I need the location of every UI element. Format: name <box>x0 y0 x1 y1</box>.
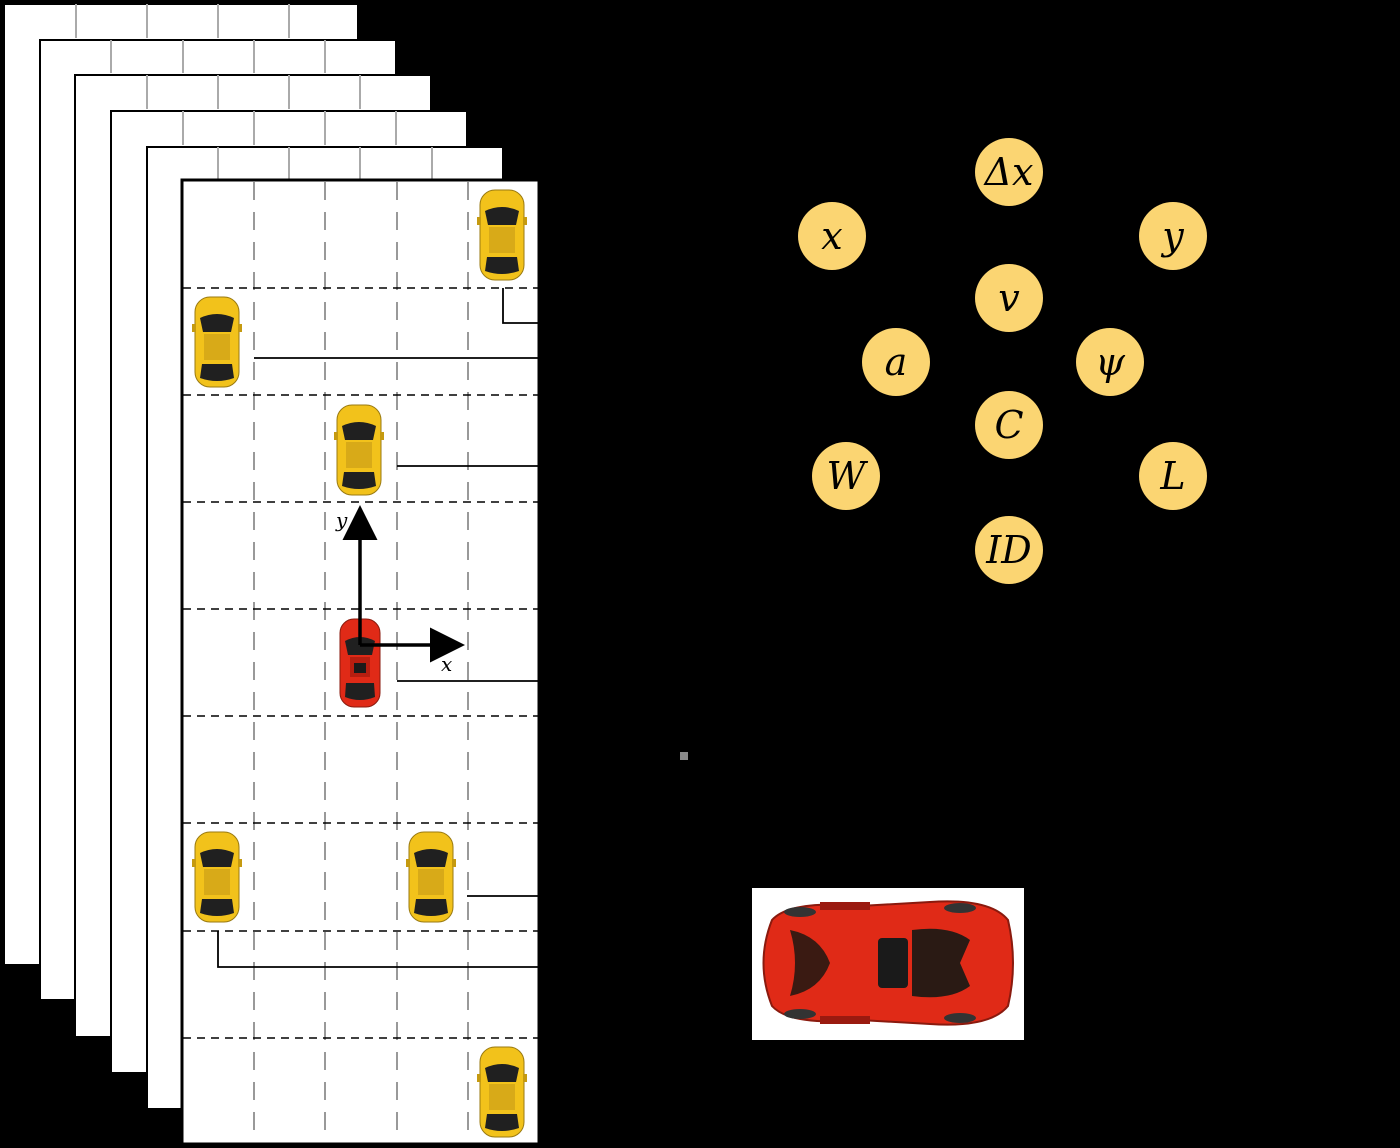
ego-axes: y x <box>335 505 465 676</box>
feature-label: W <box>826 454 866 498</box>
marker-dot <box>680 752 688 760</box>
grid-row-lines <box>183 287 538 1039</box>
feature-node-v: v <box>975 264 1043 332</box>
feature-node-x: x <box>798 202 866 270</box>
feature-label: ψ <box>1095 340 1125 384</box>
yellow-car-icon <box>191 296 243 388</box>
yellow-car-icon <box>333 404 385 496</box>
yellow-car-icon <box>476 1046 528 1138</box>
feature-label: ID <box>986 528 1032 572</box>
feature-label: a <box>884 340 908 384</box>
feature-node-w: W <box>812 442 880 510</box>
feature-node-psi: ψ <box>1076 328 1144 396</box>
back-frame-lane-stubs <box>75 4 433 180</box>
feature-node-id: ID <box>975 516 1043 584</box>
feature-node-y: y <box>1139 202 1207 270</box>
yellow-car-icon <box>405 831 457 923</box>
feature-node-delta-x: Δx <box>975 138 1043 206</box>
yellow-car-icon <box>476 189 528 281</box>
y-axis-label: y <box>335 508 348 532</box>
red-car-large-icon <box>752 888 1024 1040</box>
feature-label: x <box>821 214 843 258</box>
feature-label: Δx <box>984 150 1034 194</box>
feature-label: v <box>998 276 1020 320</box>
feature-node-a: a <box>862 328 930 396</box>
lane-dividers <box>253 182 469 1142</box>
vehicle-connector-lines <box>217 288 538 968</box>
feature-label: L <box>1160 454 1186 498</box>
feature-label: y <box>1162 214 1184 258</box>
yellow-car-icon <box>191 831 243 923</box>
feature-node-l: L <box>1139 442 1207 510</box>
x-axis-label: x <box>441 652 452 676</box>
feature-label: C <box>994 403 1024 447</box>
feature-node-c: C <box>975 391 1043 459</box>
